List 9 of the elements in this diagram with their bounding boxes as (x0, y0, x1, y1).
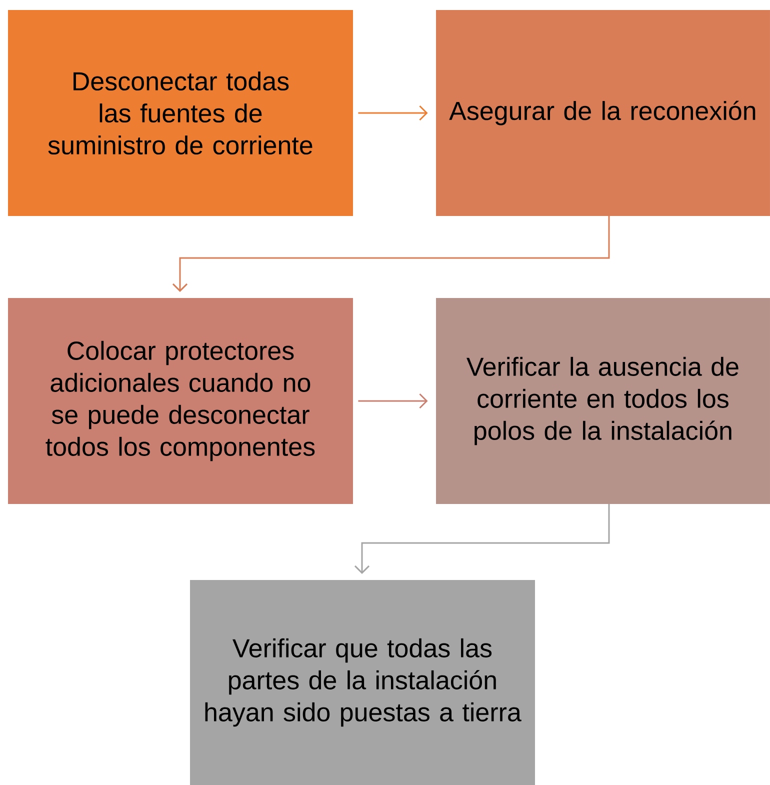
process-box: Colocar protectores adicionales cuando no se puede desconectar todos los componentes (8, 298, 353, 504)
process-box: Desconectar todas las fuentes de suministro de corriente (8, 10, 353, 216)
arrow (358, 393, 428, 409)
process-box: Asegurar de la reconexión (436, 10, 770, 216)
arrow (172, 216, 610, 292)
process-box: Verificar que todas las partes de la instalación hayan sido puestas a tierra (190, 580, 535, 785)
arrow (358, 105, 428, 121)
process-box: Verificar la ausencia de corriente en todos los polos de la instalación (436, 298, 770, 504)
arrow (354, 504, 610, 574)
